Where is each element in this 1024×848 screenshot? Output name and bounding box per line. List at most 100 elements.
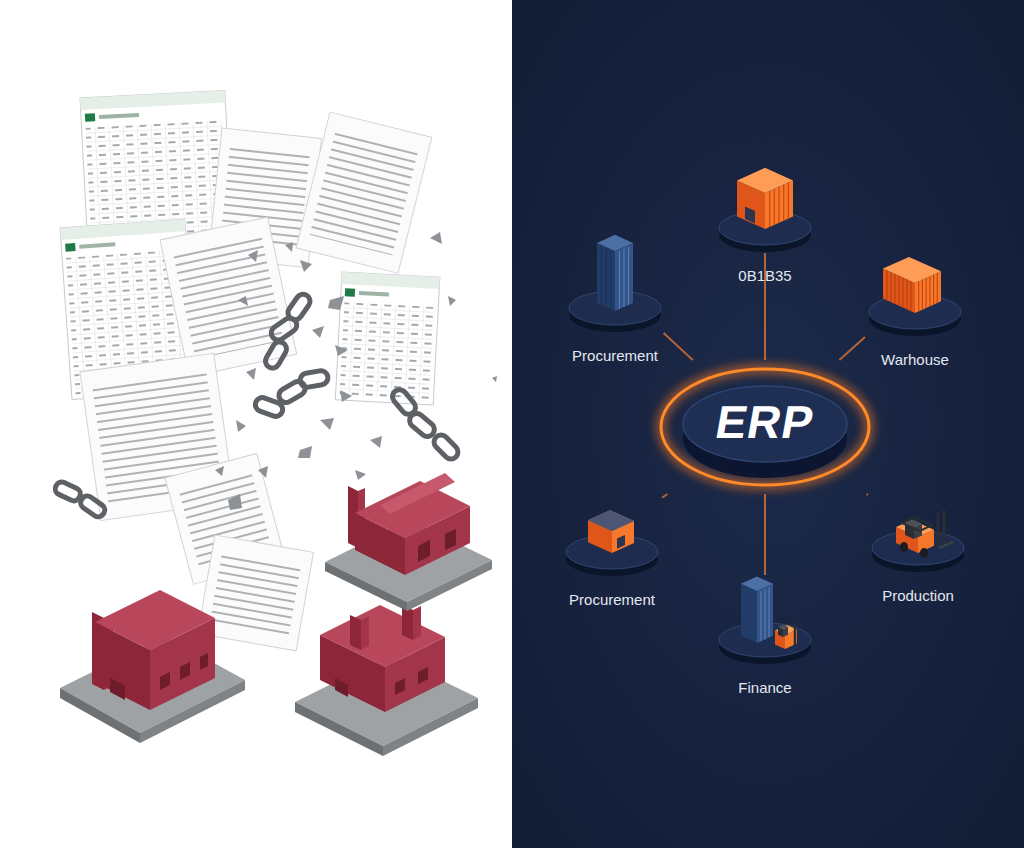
factory-part [380,473,455,514]
factory-part-part [445,529,456,550]
factory [295,605,478,756]
document-part [210,551,302,638]
broken-chain-part [253,396,284,419]
icon-rib [783,185,784,221]
module-node: Finance [715,575,815,665]
icon-rib [760,591,761,641]
spreadsheet-part [341,272,439,289]
module-label: Finance [738,679,791,697]
factory-part-part [110,678,125,700]
debris-part [430,232,442,244]
icon-face [597,235,633,251]
connector-line [867,494,869,495]
debris [215,232,497,510]
factory-part-part [200,653,208,670]
debris-part [246,368,256,380]
icon-rib [925,278,926,308]
spreadsheet-part [359,291,389,297]
factory-part-part [335,678,348,697]
icon-face [737,168,793,193]
icon-fork [938,541,954,549]
icon-rib [922,280,923,310]
icon-face [588,510,634,531]
broken-chain-part [78,494,107,520]
spreadsheet-part [345,288,355,297]
debris-part [312,326,324,338]
factory-part-part [160,672,170,690]
debris-part [215,466,224,476]
icon-rib [894,274,895,304]
broken-chain-part [263,339,289,370]
spreadsheet-part [340,302,435,401]
icon-rib [886,270,887,300]
debris-part [248,250,258,262]
connector-line [664,333,693,360]
icon-rib [788,183,789,219]
factory-part [350,615,361,650]
module-label: 0B1B35 [738,267,791,285]
module-node: Warhouse [865,247,965,337]
debris-part [328,296,344,310]
icon-roof [588,510,634,531]
spreadsheet-part [65,243,76,252]
hub-disc-top [683,386,847,462]
debris-part [448,296,456,306]
factory-part-part [180,662,190,680]
document [198,535,314,651]
broken-chain [53,292,461,520]
icon-face [597,243,615,311]
icon-rib [774,189,775,225]
icon-rib [933,275,934,305]
icon-face [883,257,941,283]
factory [60,590,245,743]
icon-wheel [900,542,908,552]
icon-mast [794,623,797,645]
spreadsheet-part [80,90,225,110]
module-disc [715,163,815,253]
spreadsheet-part [85,113,95,122]
debris-part [492,376,497,382]
module-disc [865,247,965,337]
icon-rib [890,272,891,302]
icon-face [778,625,788,630]
debris-part [355,470,366,480]
icon-rib [605,249,606,307]
document [160,217,297,377]
icon-rib [902,278,903,308]
broken-chain-part [269,315,300,343]
document-part [198,535,314,651]
right-background [512,0,1024,848]
debris-part [298,446,312,458]
connector-line [662,494,667,498]
factory-part-part [418,540,430,562]
module-disc [715,575,815,665]
icon-face [615,243,633,311]
spreadsheet [335,272,440,405]
module-disc [562,487,662,577]
debris-part [285,242,293,252]
module-label: Procurement [572,347,658,365]
factory-part [335,667,428,697]
spreadsheet-part [60,219,186,240]
broken-chain-part [53,480,82,503]
icon-rib [628,247,629,305]
icon-face [741,577,773,591]
module-node: Production [868,483,968,573]
debris-part [340,390,352,402]
debris-part [335,345,348,356]
module-label: Procurement [569,591,655,609]
factory-part [320,605,445,667]
hub-ring [661,369,869,485]
icon-rib [778,187,779,223]
icon-rib [937,273,938,303]
factory-part [361,616,369,650]
icon-rib [906,279,907,309]
factory [325,473,492,611]
debris-part [228,494,242,510]
left-background [0,0,512,848]
connector-line [764,494,766,575]
spreadsheet-part [99,113,139,119]
document-part [310,128,419,255]
